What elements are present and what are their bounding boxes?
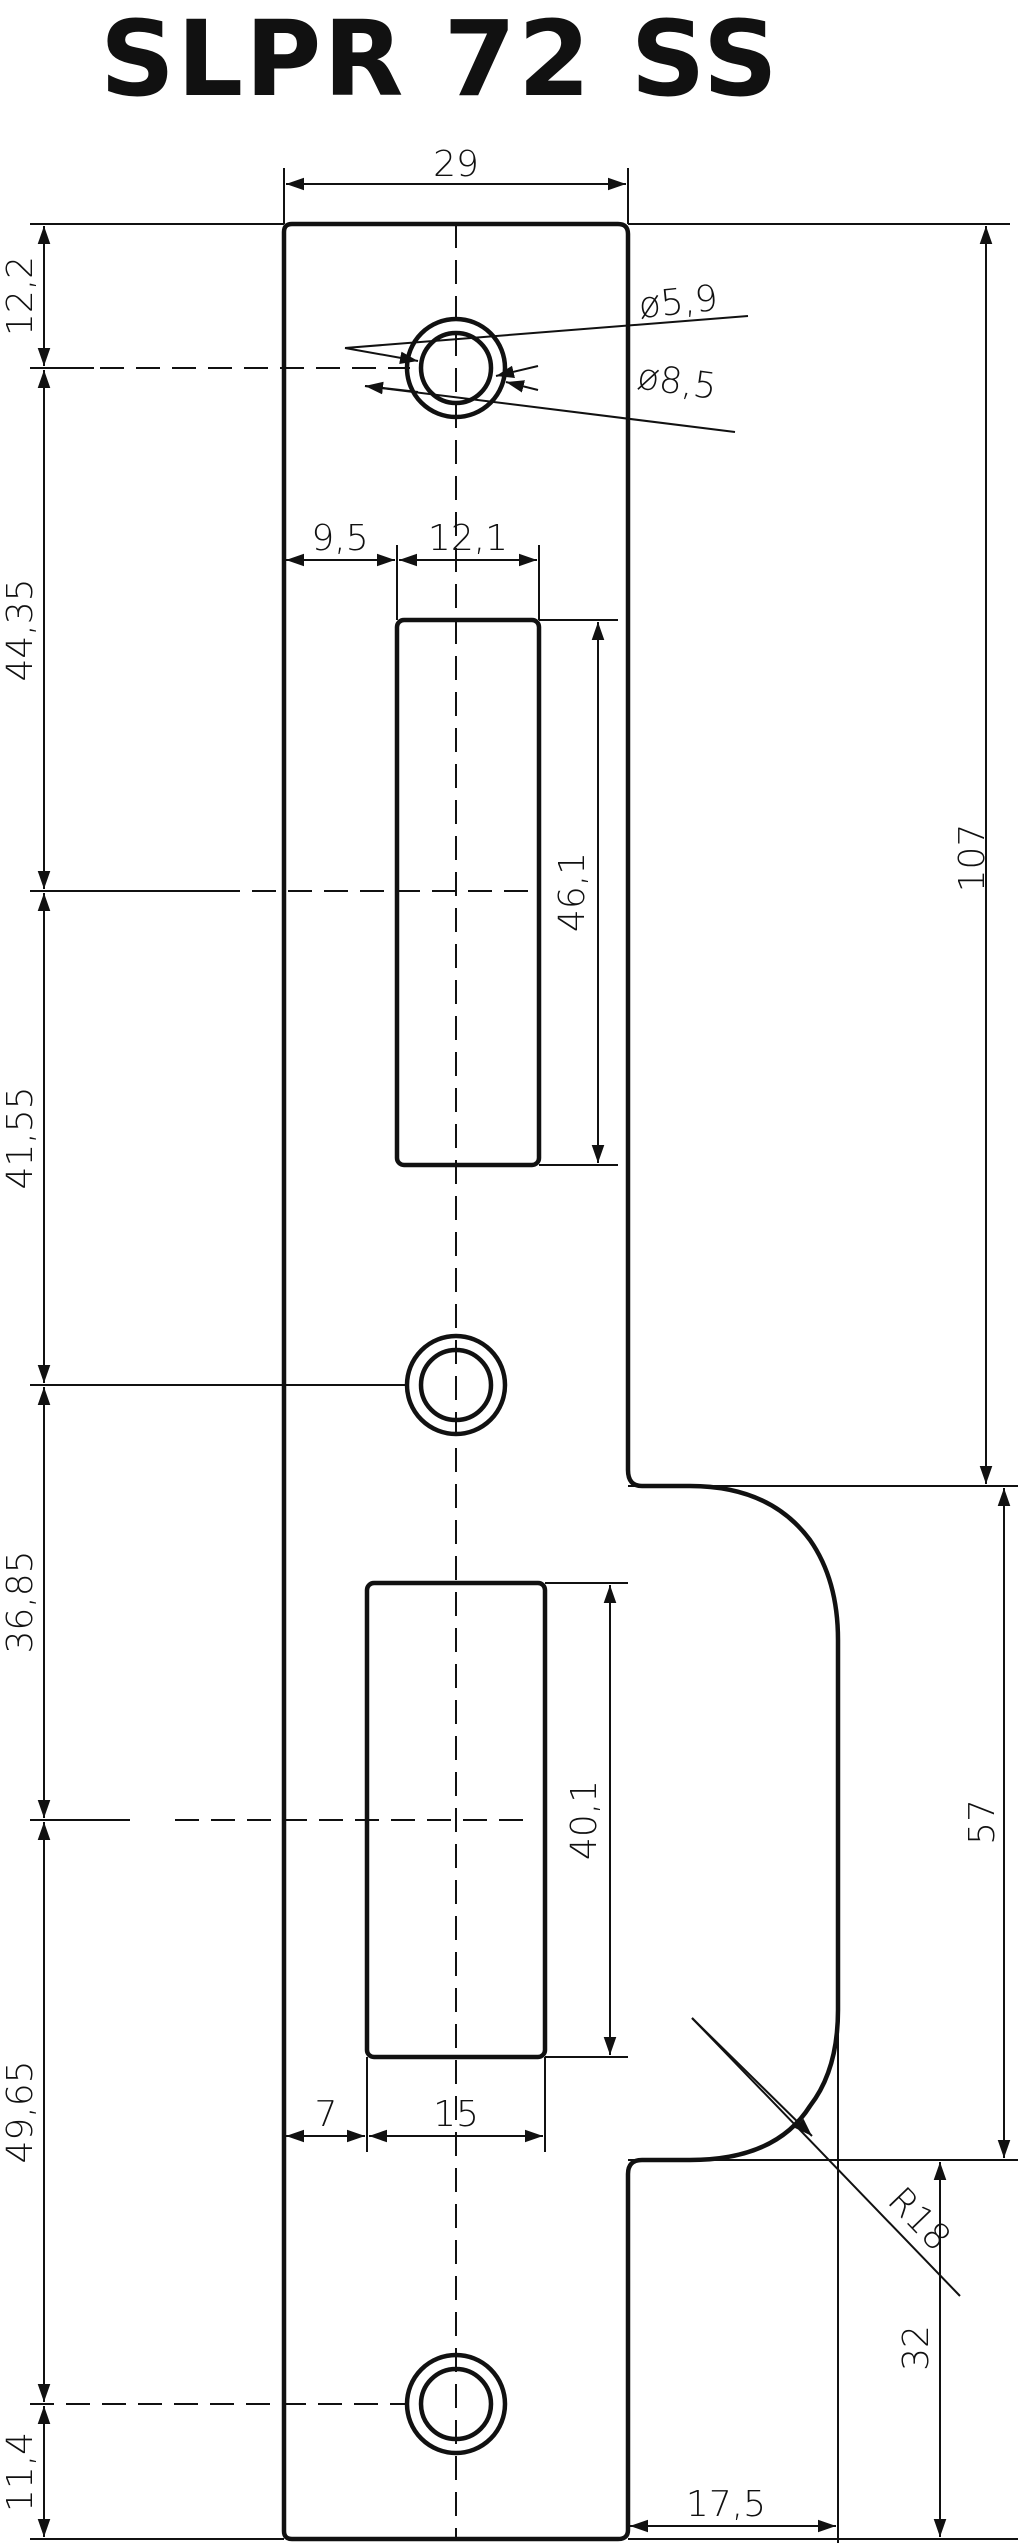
dim-radius: R18	[880, 2180, 959, 2259]
dim-hole-inner-diameter: ø5,9	[637, 278, 720, 327]
dim-plate-width: 29	[433, 144, 479, 185]
dim-lower-height: 32	[896, 2325, 937, 2371]
dim-notch-height: 57	[962, 1799, 1003, 1845]
dim-slot-upper-width: 12,1	[428, 518, 508, 559]
dim-spacing-3: 36,85	[0, 1550, 41, 1653]
plate-outline	[281, 221, 841, 2542]
slot-upper	[394, 617, 542, 1168]
dim-slot-upper-height: 46,1	[552, 852, 593, 932]
dim-slot-lower-width: 15	[433, 2094, 479, 2135]
dim-lip-width: 17,5	[686, 2484, 766, 2525]
dim-upper-height: 107	[952, 824, 993, 893]
drawing-title: SLPR 72 SS	[100, 0, 780, 120]
dim-spacing-1: 44,35	[0, 578, 41, 681]
dim-hole-outer-diameter: ø8,5	[635, 356, 719, 408]
dim-offset-left-lower: 7	[315, 2094, 338, 2135]
dim-offset-left-upper: 9,5	[311, 518, 368, 559]
dim-bottom-to-hole: 11,4	[0, 2432, 41, 2512]
dim-slot-lower-height: 40,1	[564, 1780, 605, 1860]
dimension-lines	[37, 177, 1011, 2537]
dimension-labels: 29 12,2 ø5,9 ø8,5 9,5 12,1 46,1 44,35 41…	[0, 144, 1003, 2525]
dim-top-to-hole: 12,2	[0, 256, 41, 336]
dim-spacing-2: 41,55	[0, 1086, 41, 1189]
reference-lines	[30, 168, 1018, 2543]
dim-spacing-4: 49,65	[0, 2060, 41, 2163]
